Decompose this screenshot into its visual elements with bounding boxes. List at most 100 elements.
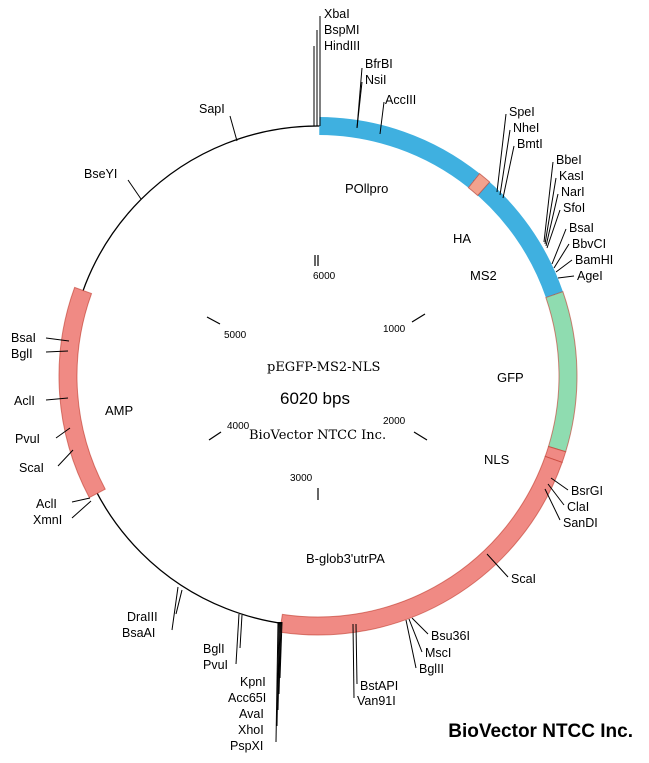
tick-label-5000: 5000 — [224, 330, 247, 341]
site-label-acc65i: Acc65I — [228, 691, 266, 705]
feature-label-ms2: MS2 — [470, 268, 497, 283]
site-leaders — [45, 16, 575, 743]
feature-label-pollpro: POllpro — [345, 181, 388, 196]
leader-kasi — [544, 177, 557, 245]
feature-arc-amp — [58, 286, 106, 499]
site-label-pvui-bottom: PvuI — [203, 658, 228, 672]
site-label-bamhi: BamHI — [575, 253, 613, 267]
tick-label-2000: 2000 — [383, 416, 406, 427]
leader-bgli-left — [45, 350, 69, 353]
site-label-xhoi: XhoI — [238, 723, 264, 737]
site-label-sfoi: SfoI — [563, 201, 585, 215]
site-label-pvui-left: PvuI — [15, 432, 40, 446]
site-label-bglii: BglII — [419, 662, 444, 676]
site-label-draiii: DraIII — [127, 610, 158, 624]
leader-bbei — [543, 161, 554, 243]
site-label-agei: AgeI — [577, 269, 603, 283]
site-label-acli-upper: AclI — [14, 394, 35, 408]
site-label-avai: AvaI — [239, 707, 264, 721]
tick-label-3000: 3000 — [290, 473, 313, 484]
feature-label-bglob: B-glob3'utrPA — [306, 551, 385, 566]
leader-pspxi — [275, 621, 279, 743]
feature-arc-gfp — [545, 291, 578, 453]
tick-mark-2000 — [413, 431, 428, 441]
leader-xmni — [71, 500, 92, 519]
site-label-van91i: Van91I — [357, 694, 396, 708]
feature-arc-bglob — [279, 455, 563, 636]
feature-label-gfp: GFP — [497, 370, 524, 385]
tick-mark-4000 — [208, 431, 222, 441]
site-label-bsrgi: BsrGI — [571, 484, 603, 498]
site-label-bgli-left: BglI — [11, 347, 33, 361]
site-label-bfrbi: BfrBI — [365, 57, 393, 71]
site-label-msci: MscI — [425, 646, 451, 660]
site-label-nari: NarI — [561, 185, 585, 199]
site-label-bspmi: BspMI — [324, 23, 359, 37]
leader-nhei — [499, 129, 511, 196]
feature-arcs — [58, 117, 578, 636]
watermark-text: BioVector NTCC Inc. — [249, 428, 386, 443]
feature-arc-pollpro — [319, 117, 480, 188]
site-label-spei: SpeI — [509, 105, 535, 119]
site-label-pspxi: PspXI — [230, 739, 263, 753]
leader-bbvci — [553, 243, 570, 269]
site-label-kasi: KasI — [559, 169, 584, 183]
site-label-bsai: BsaI — [569, 221, 594, 235]
brand-logo-text: BioVector NTCC Inc. — [448, 721, 633, 742]
scale-ticks: 6000 1000 2000 3000 4000 5000 — [206, 255, 428, 500]
site-label-hindiii: HindIII — [324, 39, 360, 53]
site-label-nsii: NsiI — [365, 73, 387, 87]
site-label-scai-right: ScaI — [511, 572, 536, 586]
leader-acc65i — [278, 621, 282, 695]
site-label-sapi: SapI — [199, 102, 225, 116]
tick-mark-1000 — [411, 313, 426, 323]
tick-label-1000: 1000 — [383, 324, 406, 335]
site-label-bseyi: BseYI — [84, 167, 117, 181]
leader-bsu36i — [411, 617, 429, 635]
leader-acli-upper — [45, 397, 69, 401]
plasmid-size: 6020 bps — [280, 389, 350, 408]
site-label-clai: ClaI — [567, 500, 589, 514]
plasmid-name: pEGFP-MS2-NLS — [267, 360, 380, 375]
feature-arc-ms2 — [468, 173, 563, 298]
leader-acciii — [379, 101, 385, 135]
feature-label-amp: AMP — [105, 403, 133, 418]
leader-nsii — [356, 81, 363, 129]
leader-bsai-left — [45, 337, 70, 342]
leader-msci — [408, 618, 423, 653]
tick-label-6000: 6000 — [313, 271, 336, 282]
site-label-acciii: AccIII — [385, 93, 416, 107]
feature-arc-ha — [467, 172, 491, 197]
leader-bglii — [405, 619, 417, 669]
leader-scai-left — [57, 449, 74, 467]
leader-bsai — [551, 228, 567, 265]
site-label-xmni: XmnI — [33, 513, 62, 527]
leader-agei — [557, 275, 575, 279]
leader-bmti — [502, 145, 515, 199]
site-label-bmti: BmtI — [517, 137, 543, 151]
tick-label-4000: 4000 — [227, 421, 250, 432]
leader-bsrgi — [550, 477, 569, 491]
leader-pvui-left — [55, 427, 71, 439]
leader-sandi — [544, 488, 561, 521]
site-labels: XbaI BspMI HindIII BfrBI NsiI AccIII Spe… — [11, 7, 613, 753]
site-label-bsu36i: Bsu36I — [431, 629, 470, 643]
feature-label-ha: HA — [453, 231, 471, 246]
leader-draiii — [175, 589, 183, 615]
site-label-bsaai: BsaAI — [122, 626, 155, 640]
leader-sfoi — [546, 209, 561, 249]
site-label-sandi: SanDI — [563, 516, 598, 530]
leader-bamhi — [555, 259, 573, 273]
leader-nari — [545, 193, 559, 247]
site-label-nhei: NheI — [513, 121, 539, 135]
leader-avai — [277, 621, 281, 711]
site-label-bgli-bottom: BglI — [203, 642, 225, 656]
leader-van91i — [352, 623, 355, 699]
leader-clai — [547, 483, 565, 506]
feature-label-nls: NLS — [484, 452, 510, 467]
leader-scai-right — [486, 553, 509, 578]
site-label-bstapi: BstAPI — [360, 679, 398, 693]
leader-pvui-bottom — [235, 613, 240, 665]
tick-mark-5000 — [206, 316, 221, 325]
